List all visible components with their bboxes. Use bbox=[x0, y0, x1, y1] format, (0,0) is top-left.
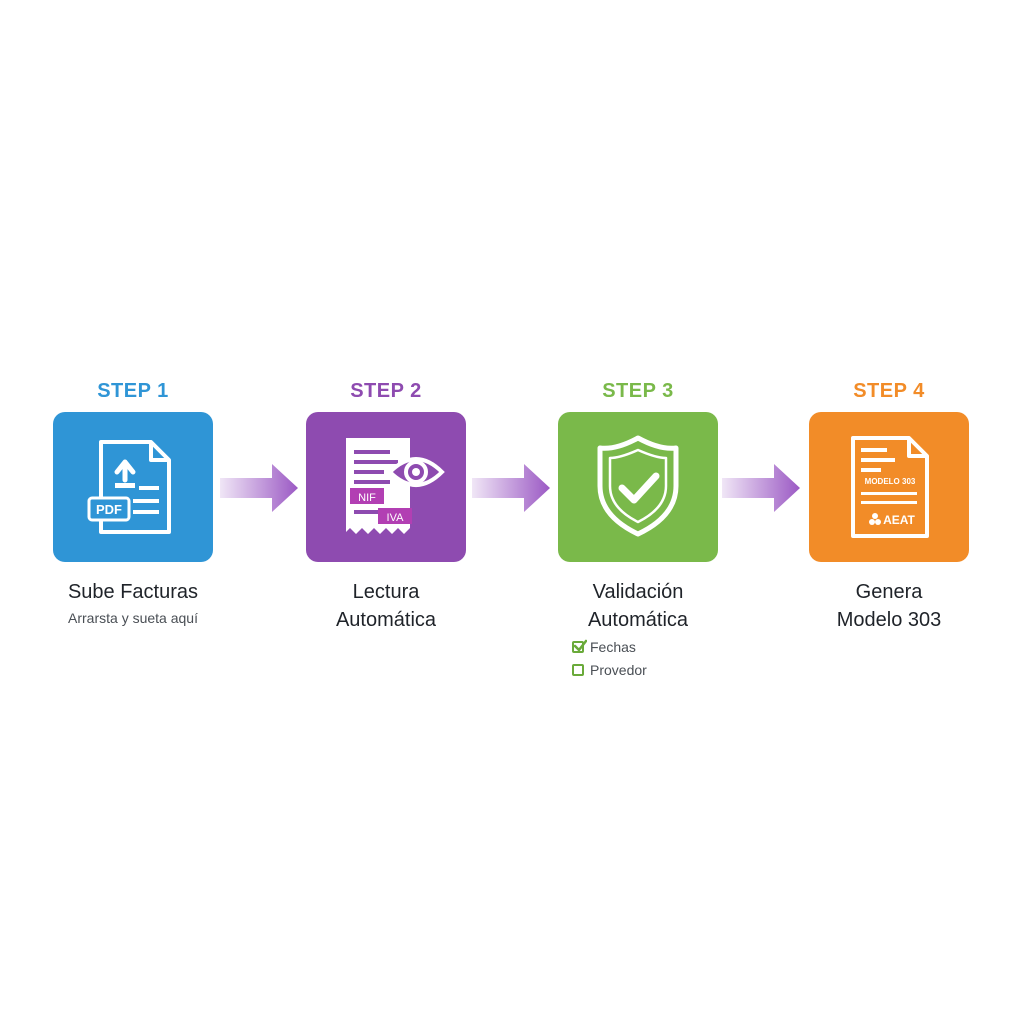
iva-tag: IVA bbox=[387, 512, 405, 524]
checkbox-unchecked-icon[interactable] bbox=[572, 663, 584, 676]
checklist-item-provedor[interactable]: Provedor bbox=[572, 658, 647, 681]
step-4-label: STEP 4 bbox=[853, 380, 925, 402]
tax-form-document-icon: MODELO 303 AEAT bbox=[851, 436, 929, 538]
step-4-title-line1: Genera bbox=[855, 581, 923, 603]
step-2-title: Lectura Automática bbox=[286, 578, 486, 634]
step-1-label: STEP 1 bbox=[97, 380, 169, 402]
step-2-title-line2: Automática bbox=[335, 609, 437, 631]
step-3-label: STEP 3 bbox=[602, 380, 674, 402]
aeat-logo-icon bbox=[869, 513, 881, 525]
modelo-303-doc-title: MODELO 303 bbox=[865, 477, 916, 486]
step-3-title: Validación Automática bbox=[538, 578, 738, 634]
step-1-subtitle: Arrarsta y sueta aquí bbox=[68, 610, 198, 626]
step-2-title-line1: Lectura bbox=[352, 581, 420, 603]
nif-tag: NIF bbox=[358, 492, 376, 504]
step-3-title-line2: Automática bbox=[587, 609, 689, 631]
checkbox-checked-icon[interactable] bbox=[572, 639, 587, 653]
step-4-title-line2: Modelo 303 bbox=[836, 609, 942, 631]
checklist-item-label: Provedor bbox=[590, 661, 647, 678]
pdf-badge-text: PDF bbox=[96, 502, 122, 517]
receipt-eye-scan-icon: NIF IVA bbox=[346, 438, 445, 534]
upload-pdf-document-icon: PDF bbox=[87, 440, 171, 534]
step-2-label: STEP 2 bbox=[350, 380, 422, 402]
step-1-tile[interactable]: PDF bbox=[53, 412, 213, 562]
step-1-title: Sube Facturas bbox=[67, 581, 199, 603]
aeat-label: AEAT bbox=[883, 513, 915, 527]
step-4-tile[interactable]: MODELO 303 AEAT bbox=[809, 412, 969, 562]
shield-check-icon bbox=[597, 435, 679, 537]
arrow-right-icon bbox=[722, 464, 800, 512]
arrow-right-icon bbox=[472, 464, 550, 512]
validation-checklist: Fechas Provedor bbox=[572, 635, 647, 681]
step-2-tile[interactable]: NIF IVA bbox=[306, 412, 466, 562]
step-4-title: Genera Modelo 303 bbox=[789, 578, 989, 634]
arrow-right-icon bbox=[220, 464, 298, 512]
step-3-title-line1: Validación bbox=[592, 581, 684, 603]
step-3-tile[interactable] bbox=[558, 412, 718, 562]
checklist-item-fechas[interactable]: Fechas bbox=[572, 635, 647, 658]
checklist-item-label: Fechas bbox=[590, 638, 636, 655]
